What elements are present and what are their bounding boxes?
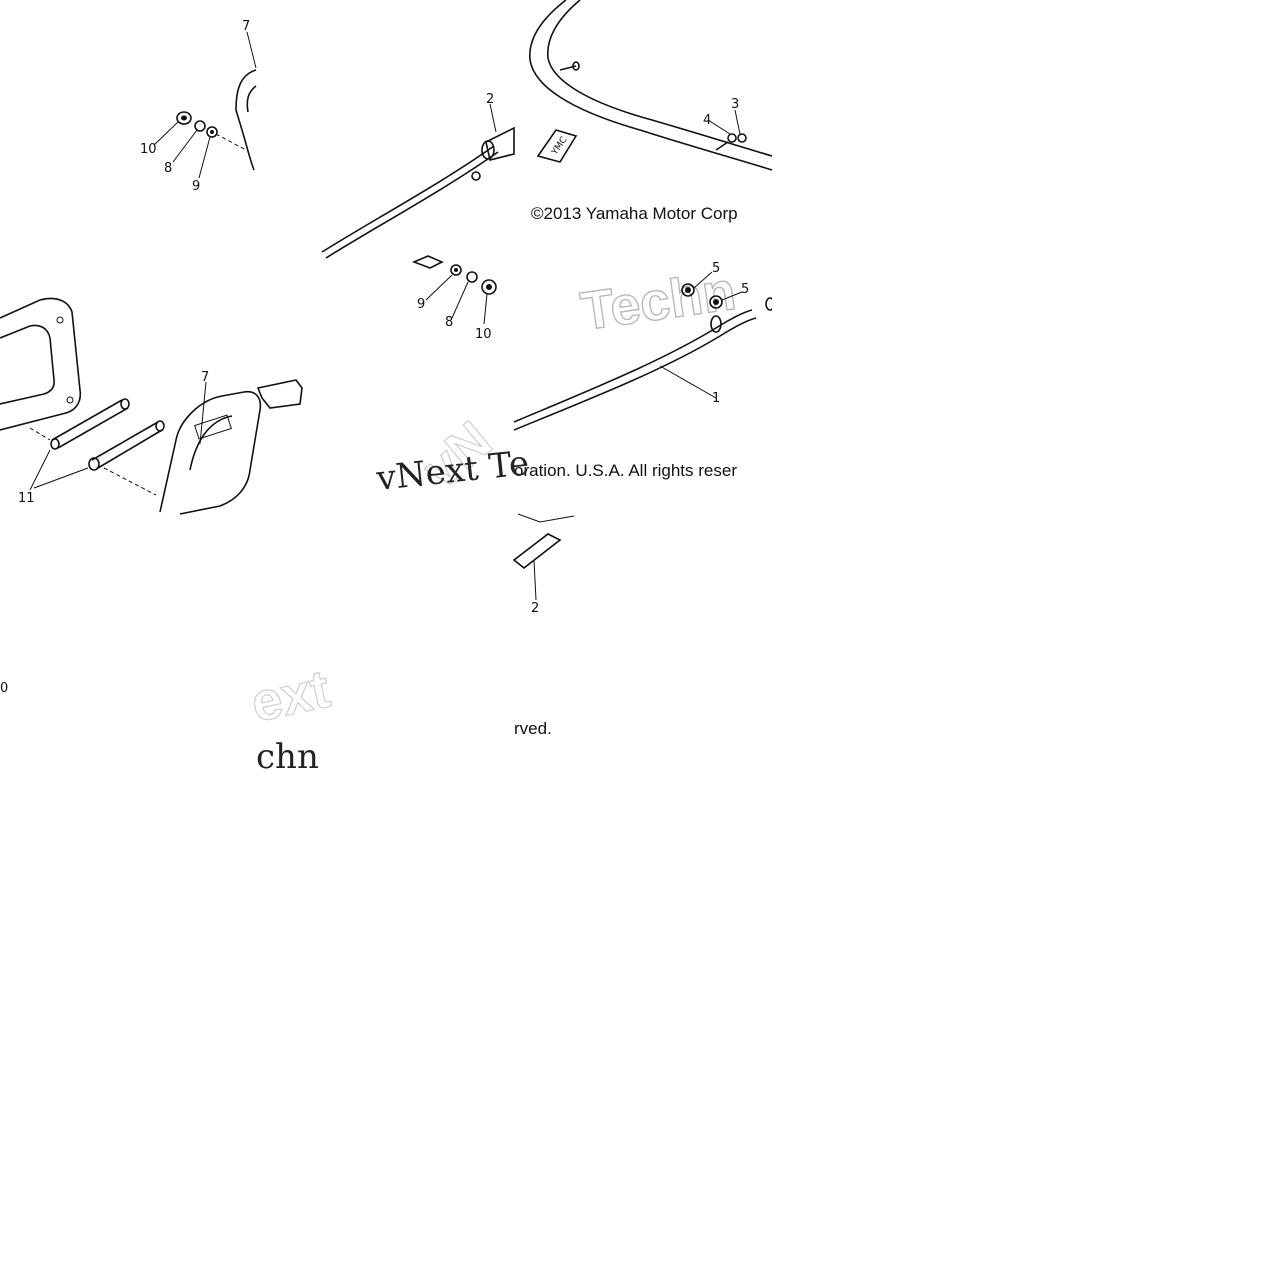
label-3: 3 — [731, 97, 739, 112]
bumper-frame — [529, 0, 773, 171]
label-8-top: 8 — [164, 161, 172, 176]
label-9-mid: 9 — [417, 297, 425, 312]
tile-top-middle: 2 9 8 10 — [321, 92, 515, 342]
tile-center: vN vNext Te — [374, 409, 531, 501]
nut-10-mid — [481, 279, 497, 295]
bracket-lower — [159, 390, 262, 515]
nut-10-top — [176, 111, 192, 125]
wedge-piece — [256, 379, 303, 409]
label-9-top: 9 — [192, 179, 200, 194]
rod-11-a — [50, 398, 130, 450]
bolt-5-a — [681, 271, 713, 297]
tile-lower-right: 2 rved. — [512, 513, 575, 738]
washer-8-top — [194, 120, 206, 132]
label-2-bottom: 2 — [531, 601, 539, 616]
watermark-vnext-te: vNext Te — [374, 443, 531, 499]
badge-emblem — [536, 129, 578, 163]
washer-9-mid — [450, 264, 462, 276]
label-7-top: 7 — [242, 19, 250, 34]
frame-plate-left — [0, 297, 82, 431]
rod-11-b — [88, 420, 165, 471]
label-0-edge: 0 — [0, 681, 8, 696]
tile-top-left: 7 10 8 9 — [0, 19, 303, 515]
label-10-mid: 10 — [475, 327, 492, 342]
label-10-top: 10 — [140, 142, 157, 157]
washer-9-top — [206, 126, 218, 138]
label-11: 11 — [18, 491, 35, 506]
trim-piece-2 — [512, 533, 562, 570]
label-4: 4 — [703, 113, 711, 128]
washer-8-mid — [466, 271, 478, 283]
bolt-5-b — [709, 291, 743, 309]
copyright-line-2: oration. U.S.A. All rights reser — [514, 461, 737, 480]
bracket-upper — [235, 69, 257, 171]
label-8-mid: 8 — [445, 315, 453, 330]
copyright-line-1: ©2013 Yamaha Motor Corp — [531, 204, 738, 223]
tile-top-right: YMC 3 4 ©2013 Yamaha Motor Corp — [529, 0, 773, 223]
tile-middle-right: Techn 1 5 5 oration. U.S.A. All rights r… — [513, 260, 775, 480]
label-1: 1 — [712, 391, 720, 406]
label-7-bottom: 7 — [201, 370, 209, 385]
svg-text:YMC: YMC — [550, 135, 570, 158]
label-5-a: 5 — [712, 261, 720, 276]
label-2-top: 2 — [486, 92, 494, 107]
copyright-line-3: rved. — [514, 719, 552, 738]
label-5-b: 5 — [741, 282, 749, 297]
curved-rod-2 — [321, 145, 495, 253]
rod-1 — [513, 309, 753, 423]
watermark-chn: chn — [256, 737, 319, 777]
